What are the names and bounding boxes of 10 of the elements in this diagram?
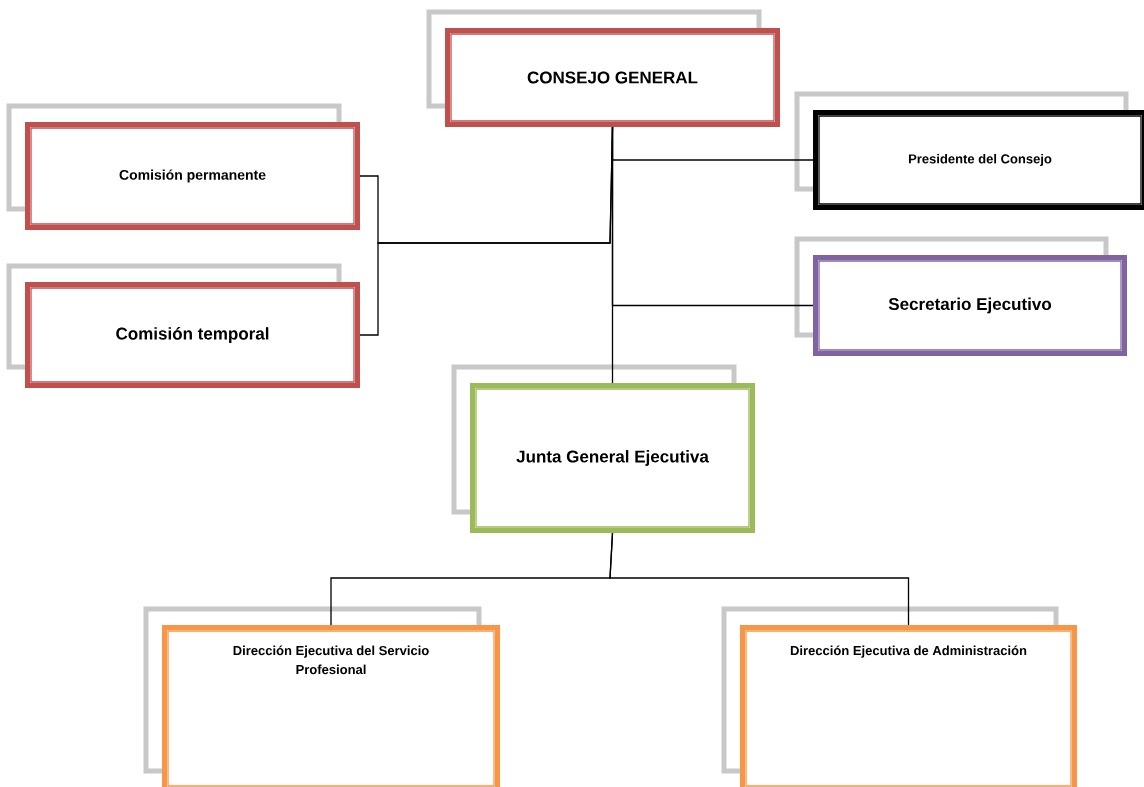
connector-line [611,126,614,384]
org-box: Comisión temporal [25,282,360,388]
org-box: Presidente del Consejo [813,110,1144,210]
org-box: Dirección Ejecutiva del Servicio Profesional [162,625,500,787]
org-box: CONSEJO GENERAL [445,28,780,127]
connector-line [609,532,910,626]
org-box: Secretario Ejecutivo [813,255,1127,356]
org-box: Junta General Ejecutiva [470,383,755,533]
org-box: Dirección Ejecutiva de Administración [740,625,1077,787]
org-box: Comisión permanente [25,122,360,230]
